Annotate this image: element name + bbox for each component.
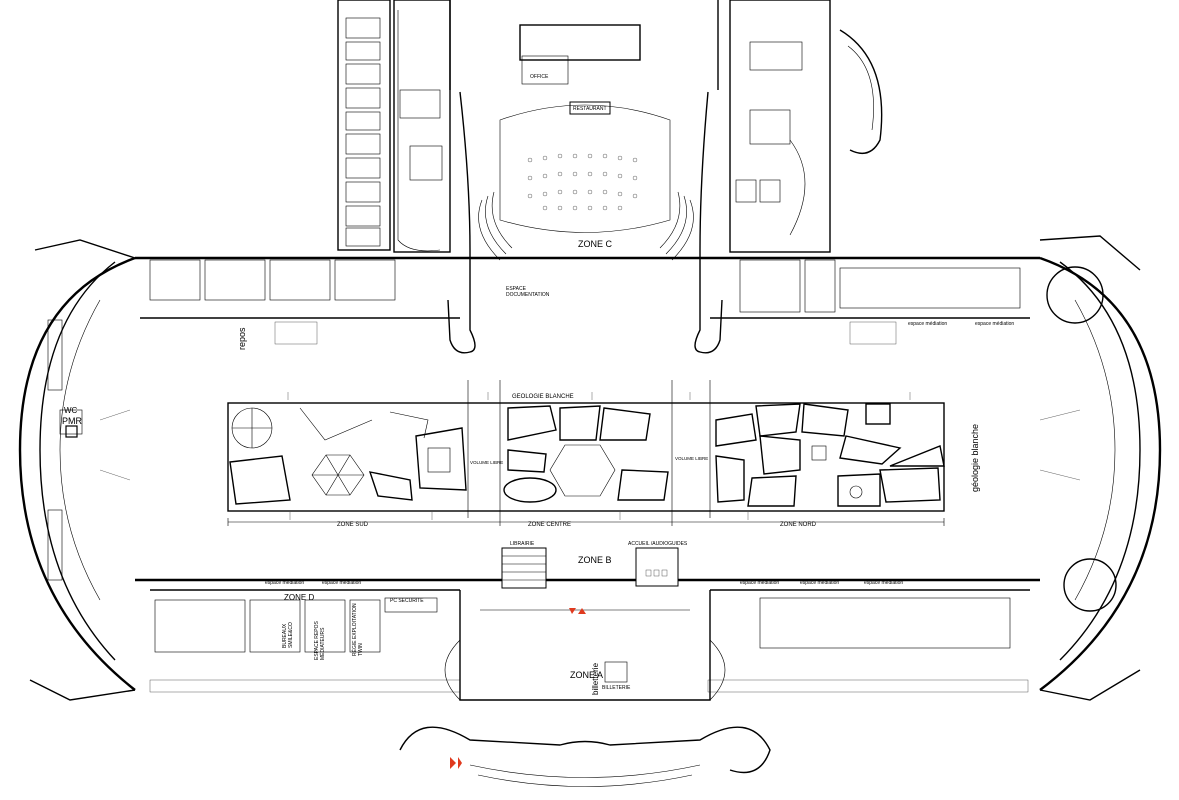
- mediation-low-1-label: espace médiation: [265, 580, 304, 586]
- espace-documentation-label-2: DOCUMENTATION: [506, 292, 550, 298]
- regie-label-2: TWIN: [358, 643, 364, 656]
- west-rotunda: [18, 239, 136, 701]
- espace-documentation-label-1: ESPACE: [506, 286, 527, 292]
- volume-libre-1-label: VOLUME LIBRE: [470, 460, 503, 465]
- geologie-blanche-side-label: géologie blanche: [970, 424, 980, 492]
- pc-securite-label: PC SECURITE: [390, 598, 424, 604]
- mediation-top-1-label: espace médiation: [908, 321, 947, 327]
- zone-c-label: ZONE C: [578, 239, 613, 249]
- bureaux-label-1: BUREAUX: [282, 623, 288, 648]
- zone-d-label: ZONE D: [284, 593, 314, 602]
- billeterie-box-label: BILLETERIE: [602, 685, 631, 691]
- zone-b-label: ZONE B: [578, 555, 612, 565]
- zone-sud-label: ZONE SUD: [337, 522, 369, 528]
- labels: ZONE C ZONE B ZONE D ZONE A ZONE SUD ZON…: [62, 74, 1014, 695]
- mediation-low-3-label: espace médiation: [740, 580, 779, 586]
- zone-nord-label: ZONE NORD: [780, 522, 817, 528]
- geologie-blanche-top-label: GEOLOGIE BLANCHE: [512, 394, 574, 400]
- exhibition-area: [227, 380, 945, 589]
- mediation-top-2-label: espace médiation: [975, 321, 1014, 327]
- red-triangle-marker-icon: [450, 757, 456, 769]
- regie-label-1: RÉGIE EXPLOITATION: [351, 603, 358, 656]
- billetterie-label: billetterie: [591, 662, 600, 695]
- volume-libre-2-label: VOLUME LIBRE: [675, 456, 708, 461]
- mediation-low-4-label: espace médiation: [800, 580, 839, 586]
- espace-repos-label-2: MÉDIATEURS: [319, 627, 326, 660]
- restaurant-label: RESTAURANT: [573, 106, 607, 112]
- wc-pmr-box: [65, 425, 78, 438]
- main-gallery: [135, 256, 1040, 693]
- mediation-low-2-label: espace médiation: [322, 580, 361, 586]
- zone-a-label: ZONE A: [570, 670, 603, 680]
- espace-repos-label-1: ESPACE REPOS: [314, 621, 320, 660]
- entrance-markers: [450, 608, 586, 769]
- zone-centre-label: ZONE CENTRE: [528, 522, 571, 528]
- accueil-audioguides-label: ACCUEIL /AUDIOGUIDES: [628, 541, 688, 547]
- office-label: OFFICE: [530, 74, 549, 80]
- wc-label: WC: [64, 406, 78, 415]
- north-wing: [337, 0, 883, 354]
- red-triangle-marker-icon: [458, 757, 462, 769]
- red-triangle-marker-icon: [569, 608, 576, 614]
- repos-label: repos: [237, 327, 247, 350]
- east-rotunda: [1039, 235, 1162, 701]
- pmr-label: PMR: [62, 416, 83, 426]
- south-entrance: [399, 590, 771, 787]
- librairie-label: LIBRAIRIE: [510, 541, 535, 547]
- bureaux-label-2: SMILE&CO: [288, 622, 294, 648]
- red-triangle-marker-icon: [578, 608, 586, 614]
- mediation-low-5-label: espace médiation: [864, 580, 903, 586]
